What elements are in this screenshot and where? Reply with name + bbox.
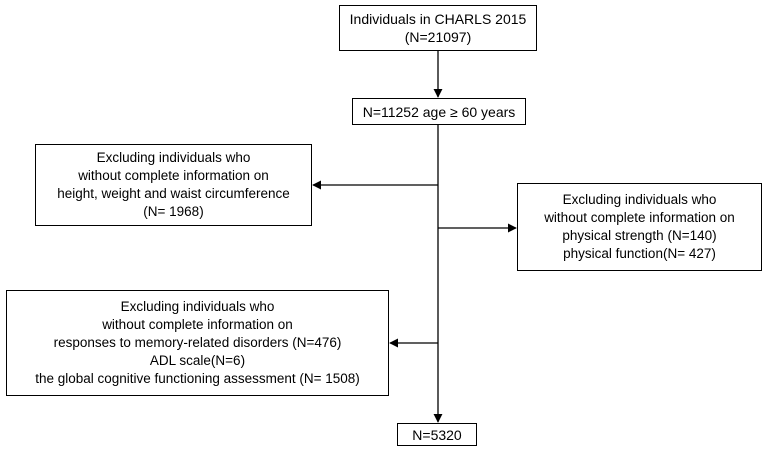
box-exclude-physical: Excluding individuals who without comple… bbox=[517, 183, 762, 271]
box-line: physical function(N= 427) bbox=[563, 246, 716, 261]
box-line: height, weight and waist circumference bbox=[57, 186, 290, 201]
box-line: Excluding individuals who bbox=[96, 150, 251, 165]
box-line: physical strength (N=140) bbox=[562, 228, 717, 243]
box-exclude-cognitive: Excluding individuals who without comple… bbox=[6, 290, 389, 396]
box-final-sample: N=5320 bbox=[397, 423, 477, 446]
box-charls-2015-individuals: Individuals in CHARLS 2015 (N=21097) bbox=[339, 5, 537, 51]
box-line: Individuals in CHARLS 2015 bbox=[349, 11, 527, 27]
box-line: (N=21097) bbox=[404, 29, 472, 45]
box-line: without complete information on bbox=[102, 317, 293, 332]
box-line: Excluding individuals who bbox=[562, 192, 717, 207]
box-exclude-anthropometry: Excluding individuals who without comple… bbox=[35, 144, 312, 226]
box-line: without complete information on bbox=[78, 168, 269, 183]
box-line: ADL scale(N=6) bbox=[149, 353, 246, 368]
box-line: (N= 1968) bbox=[143, 204, 204, 219]
box-age-filter: N=11252 age ≥ 60 years bbox=[352, 98, 526, 125]
box-line: responses to memory-related disorders (N… bbox=[53, 335, 342, 350]
box-line: Excluding individuals who bbox=[120, 299, 275, 314]
box-line: N=11252 age ≥ 60 years bbox=[362, 103, 516, 120]
box-line: without complete information on bbox=[544, 210, 735, 225]
box-line: the global cognitive functioning assessm… bbox=[35, 371, 360, 386]
box-line: N=5320 bbox=[412, 426, 462, 443]
